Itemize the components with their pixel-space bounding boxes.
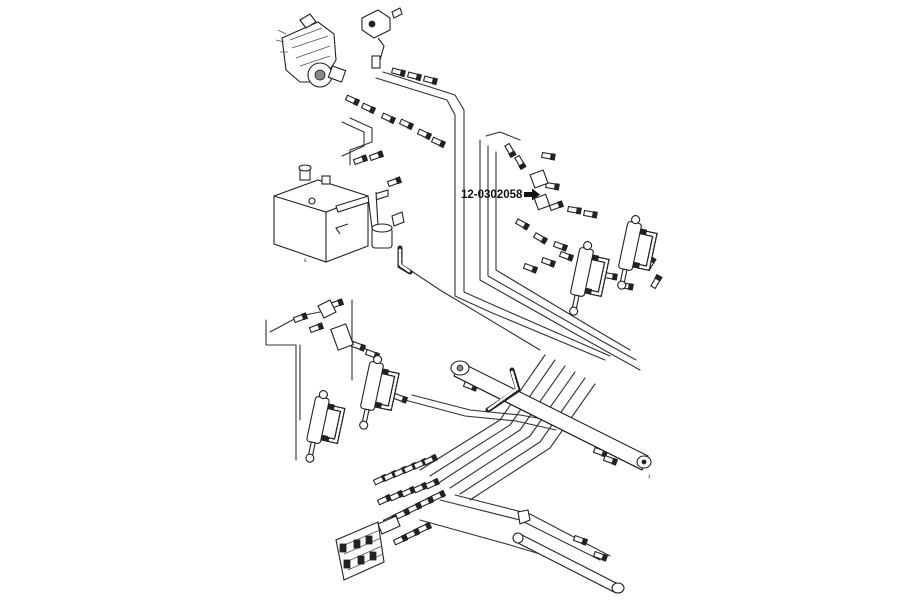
fitting [514,218,531,231]
hydraulic-tank: 8 [273,164,389,263]
top-swivel-fitting [361,7,403,69]
cylinder [617,215,658,290]
fitting [308,322,325,334]
cylinder [359,355,400,430]
part-number-callout: 12-0302058 [461,188,540,201]
fitting [398,118,415,131]
fitting [548,200,565,212]
fitting [406,71,423,82]
fitting [541,151,556,161]
fitting [430,136,447,149]
control-valve-bank [335,515,401,581]
fitting [292,312,309,324]
cylinder [305,390,346,463]
fitting [380,112,397,125]
fitting [545,181,560,191]
fitting [424,477,441,490]
fitting [567,205,582,215]
fitting [392,392,409,404]
callout-arrow-icon [524,188,540,201]
cylinder [569,241,610,316]
fitting [392,533,409,546]
fitting [572,534,589,546]
fitting [400,485,417,498]
svg-text:8: 8 [304,258,307,263]
fitting [583,209,598,219]
fitting [416,128,433,141]
fitting [360,102,377,115]
fitting [558,250,575,262]
fitting [552,240,569,252]
fitting [532,232,549,245]
fitting [368,150,385,162]
fitting [504,142,517,159]
fitting [514,154,527,171]
hydraulic-pump-assembly [275,13,347,88]
fitting [394,507,411,520]
fitting [376,493,393,506]
hydraulic-lines [265,71,641,561]
return-filter [371,211,413,275]
fitting [540,256,557,268]
fitting [418,495,435,508]
fitting [386,176,403,188]
fitting [350,340,367,352]
fitting [352,154,369,166]
fitting [344,94,361,107]
fitting [416,521,433,534]
main-boom-cylinder: 4 [450,360,652,479]
small-cylinders [305,215,658,463]
fitting [522,262,539,274]
fitting [390,67,407,78]
fitting [602,454,619,466]
fitting [592,550,609,562]
part-number-label: 12-0302058 [461,189,523,201]
fitting [412,481,429,494]
fitting [422,453,439,466]
fitting [650,273,663,290]
hose-fittings [292,67,663,562]
fitting [422,75,439,86]
svg-text:4: 4 [648,474,651,479]
fitting [404,527,421,540]
fitting [388,489,405,502]
lower-tilt-cylinder [512,509,625,594]
fitting [430,489,447,502]
diverter-valve-blocks [317,169,551,351]
fitting [406,501,423,514]
